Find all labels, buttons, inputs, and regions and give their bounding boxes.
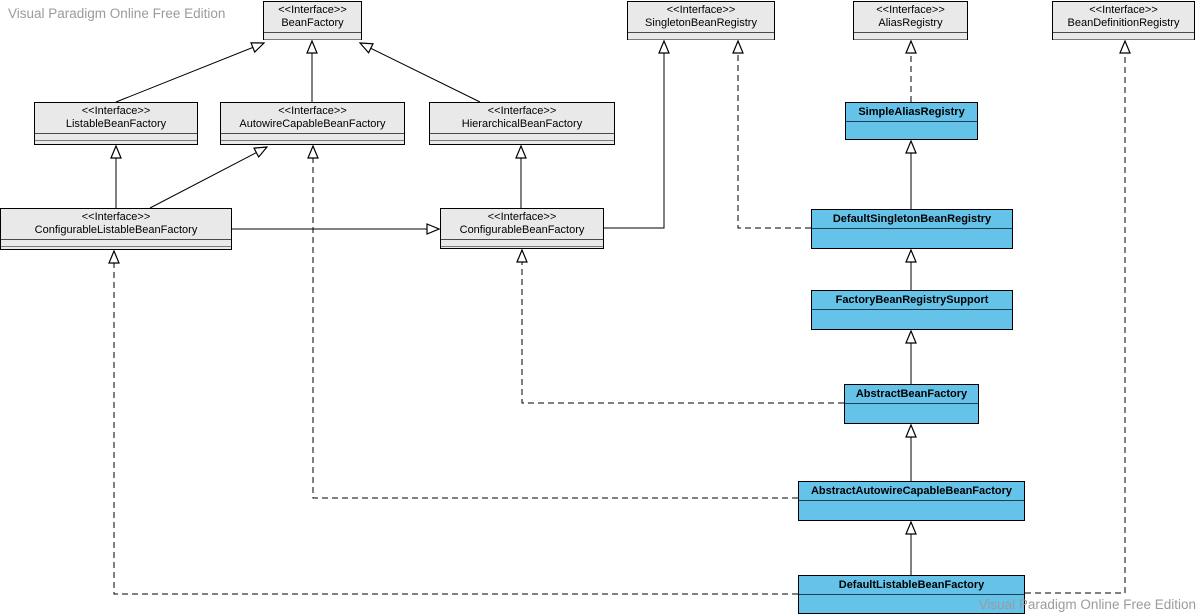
class-name: DefaultListableBeanFactory	[799, 576, 1024, 595]
class-box-configurable-bean-factory[interactable]: <<Interface>> ConfigurableBeanFactory	[440, 208, 604, 249]
class-name: SimpleAliasRegistry	[846, 103, 977, 122]
edge-defaultsingletonbeanregistry-implements-singletonbeanregistry	[738, 41, 811, 229]
stereotype-label: <<Interface>>	[1089, 4, 1158, 16]
class-box-bean-factory[interactable]: <<Interface>> BeanFactory	[263, 1, 362, 40]
class-box-abstract-bean-factory[interactable]: AbstractBeanFactory	[844, 384, 979, 424]
class-box-alias-registry[interactable]: <<Interface>> AliasRegistry	[853, 1, 968, 40]
stereotype-label: <<Interface>>	[81, 105, 151, 117]
class-box-simple-alias-registry[interactable]: SimpleAliasRegistry	[845, 102, 978, 140]
class-name: AutowireCapableBeanFactory	[239, 118, 386, 130]
empty-compartment	[1053, 33, 1194, 40]
class-name: SingletonBeanRegistry	[645, 17, 757, 29]
class-box-bean-definition-registry[interactable]: <<Interface>> BeanDefinitionRegistry	[1052, 1, 1195, 40]
class-box-default-singleton-bean-registry[interactable]: DefaultSingletonBeanRegistry	[811, 209, 1013, 249]
edge-defaultlistablebeanfactory-implements-beandefinitionregistry	[1025, 41, 1125, 594]
edge-hierarchicalbeanfactory-extends-beanfactory	[360, 43, 481, 103]
empty-compartment	[1, 240, 231, 247]
watermark-bottom-right: Visual Paradigm Online Free Edition	[978, 597, 1196, 612]
class-name: BeanDefinitionRegistry	[1067, 17, 1180, 29]
class-name: AbstractBeanFactory	[845, 385, 978, 404]
class-name: FactoryBeanRegistrySupport	[812, 291, 1012, 310]
edge-listablebeanfactory-extends-beanfactory	[115, 43, 264, 103]
empty-compartment	[264, 33, 361, 40]
empty-compartment	[221, 134, 404, 141]
class-box-listable-bean-factory[interactable]: <<Interface>> ListableBeanFactory	[34, 102, 198, 145]
edge-abstractautowirecapablebeanfactory-implements-autowirecapablebeanfactory	[313, 146, 798, 499]
class-name: AbstractAutowireCapableBeanFactory	[799, 482, 1024, 501]
edge-configurablelistablebeanfactory-extends-autowirecapablebeanfactory	[149, 147, 267, 209]
empty-compartment	[628, 33, 774, 40]
class-box-default-listable-bean-factory[interactable]: DefaultListableBeanFactory	[798, 575, 1025, 614]
class-box-singleton-bean-registry[interactable]: <<Interface>> SingletonBeanRegistry	[627, 1, 775, 40]
class-name: ConfigurableListableBeanFactory	[34, 224, 198, 236]
empty-compartment	[35, 134, 197, 141]
empty-compartment	[430, 134, 614, 141]
class-name: ListableBeanFactory	[65, 118, 167, 130]
stereotype-label: <<Interface>>	[81, 211, 151, 223]
empty-compartment	[441, 240, 603, 247]
stereotype-label: <<Interface>>	[278, 4, 347, 16]
empty-compartment	[854, 33, 967, 40]
class-box-configurable-listable-bean-factory[interactable]: <<Interface>> ConfigurableListableBeanFa…	[0, 208, 232, 250]
class-name: DefaultSingletonBeanRegistry	[812, 210, 1012, 229]
stereotype-label: <<Interface>>	[876, 4, 945, 16]
class-box-factory-bean-registry-support[interactable]: FactoryBeanRegistrySupport	[811, 290, 1013, 330]
class-name: HierarchicalBeanFactory	[461, 118, 583, 130]
class-name: AliasRegistry	[878, 17, 943, 29]
class-name: BeanFactory	[281, 17, 344, 29]
stereotype-label: <<Interface>>	[487, 211, 557, 223]
edge-configurablebeanfactory-extends-singletonbeanregistry	[604, 41, 664, 229]
edge-defaultlistablebeanfactory-implements-configurablelistablebeanfactory	[114, 251, 798, 595]
class-box-autowire-capable-bean-factory[interactable]: <<Interface>> AutowireCapableBeanFactory	[220, 102, 405, 145]
watermark-top-left: Visual Paradigm Online Free Edition	[8, 6, 226, 21]
class-name: ConfigurableBeanFactory	[459, 224, 585, 236]
class-box-hierarchical-bean-factory[interactable]: <<Interface>> HierarchicalBeanFactory	[429, 102, 615, 145]
stereotype-label: <<Interface>>	[278, 105, 347, 117]
edge-abstractbeanfactory-implements-configurablebeanfactory	[522, 250, 844, 404]
class-box-abstract-autowire-capable-bean-factory[interactable]: AbstractAutowireCapableBeanFactory	[798, 481, 1025, 521]
stereotype-label: <<Interface>>	[487, 105, 557, 117]
stereotype-label: <<Interface>>	[666, 4, 736, 16]
